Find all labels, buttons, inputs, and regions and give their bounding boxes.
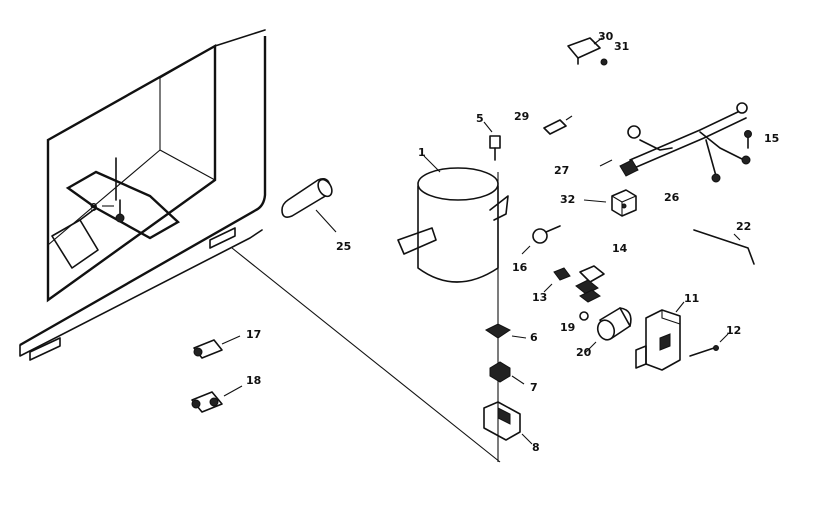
screw-5: [483, 121, 501, 161]
tube-25: [281, 178, 337, 233]
clamp-17: [193, 335, 241, 359]
screw-15: [744, 130, 752, 149]
grommet-7: [489, 361, 525, 385]
callout-5: 5: [476, 112, 484, 125]
callout-18: 18: [246, 374, 261, 387]
callout-25: 25: [336, 240, 351, 253]
callout-13: 13: [532, 291, 547, 304]
bracket-11: [635, 301, 685, 371]
callout-9: 9: [90, 201, 98, 214]
callout-31: 31: [614, 40, 629, 53]
callout-labels: 30 31 29 5 15 1 27 26 32 9 25 22 14 16 1…: [90, 30, 779, 454]
callout-30: 30: [598, 30, 614, 43]
relay-32: [583, 189, 637, 217]
capacitor-14: [575, 265, 605, 303]
callout-15: 15: [764, 132, 779, 145]
callout-7: 7: [530, 381, 538, 394]
callout-27: 27: [554, 164, 569, 177]
callout-6: 6: [530, 331, 538, 344]
callout-20: 20: [576, 346, 592, 359]
clip-6: [485, 323, 527, 339]
wire-22: [693, 229, 755, 265]
screw-12: [689, 333, 729, 357]
clip-29: [543, 115, 573, 135]
callout-1: 1: [418, 146, 426, 159]
cylinder-1: [397, 155, 509, 283]
callout-17: 17: [246, 328, 261, 341]
overload-16: [521, 225, 561, 255]
leader-lines: [231, 172, 501, 463]
callout-19: 19: [560, 321, 575, 334]
callout-22: 22: [736, 220, 751, 233]
bracket-30-31: [567, 37, 608, 66]
callout-11: 11: [684, 292, 699, 305]
callout-29: 29: [514, 110, 529, 123]
screw-9: [102, 199, 125, 223]
tube-20: [579, 307, 632, 353]
wire-harness-26: [599, 102, 751, 183]
clip-13: [543, 267, 571, 293]
callout-26: 26: [664, 191, 680, 204]
drain-pan: [51, 157, 181, 269]
callout-16: 16: [512, 261, 528, 274]
bracket-8: [483, 401, 533, 445]
cabinet-outline: [19, 29, 267, 361]
callout-14: 14: [612, 242, 628, 255]
callout-32: 32: [560, 193, 575, 206]
clamp-18: [191, 385, 243, 413]
callout-8: 8: [532, 441, 540, 454]
callout-12: 12: [726, 324, 741, 337]
